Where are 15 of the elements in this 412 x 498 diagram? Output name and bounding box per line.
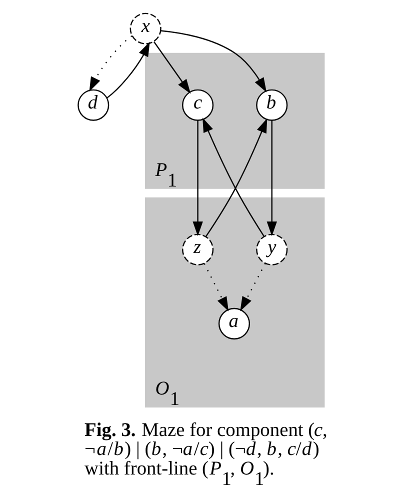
node-circle: a — [218, 308, 250, 340]
node-circle: d — [78, 89, 110, 121]
node-circle: y — [256, 234, 288, 266]
node-circle: c — [182, 89, 214, 121]
node-circle: z — [182, 234, 214, 266]
arrow — [204, 263, 229, 312]
arrow — [153, 41, 191, 94]
arrow — [89, 35, 132, 92]
arrow — [160, 30, 267, 92]
node-circle: x — [130, 12, 162, 44]
arrow — [240, 263, 266, 312]
arrow — [106, 42, 150, 98]
arrow — [192, 120, 203, 236]
arrow — [266, 120, 277, 236]
node-circle: b — [256, 89, 288, 121]
